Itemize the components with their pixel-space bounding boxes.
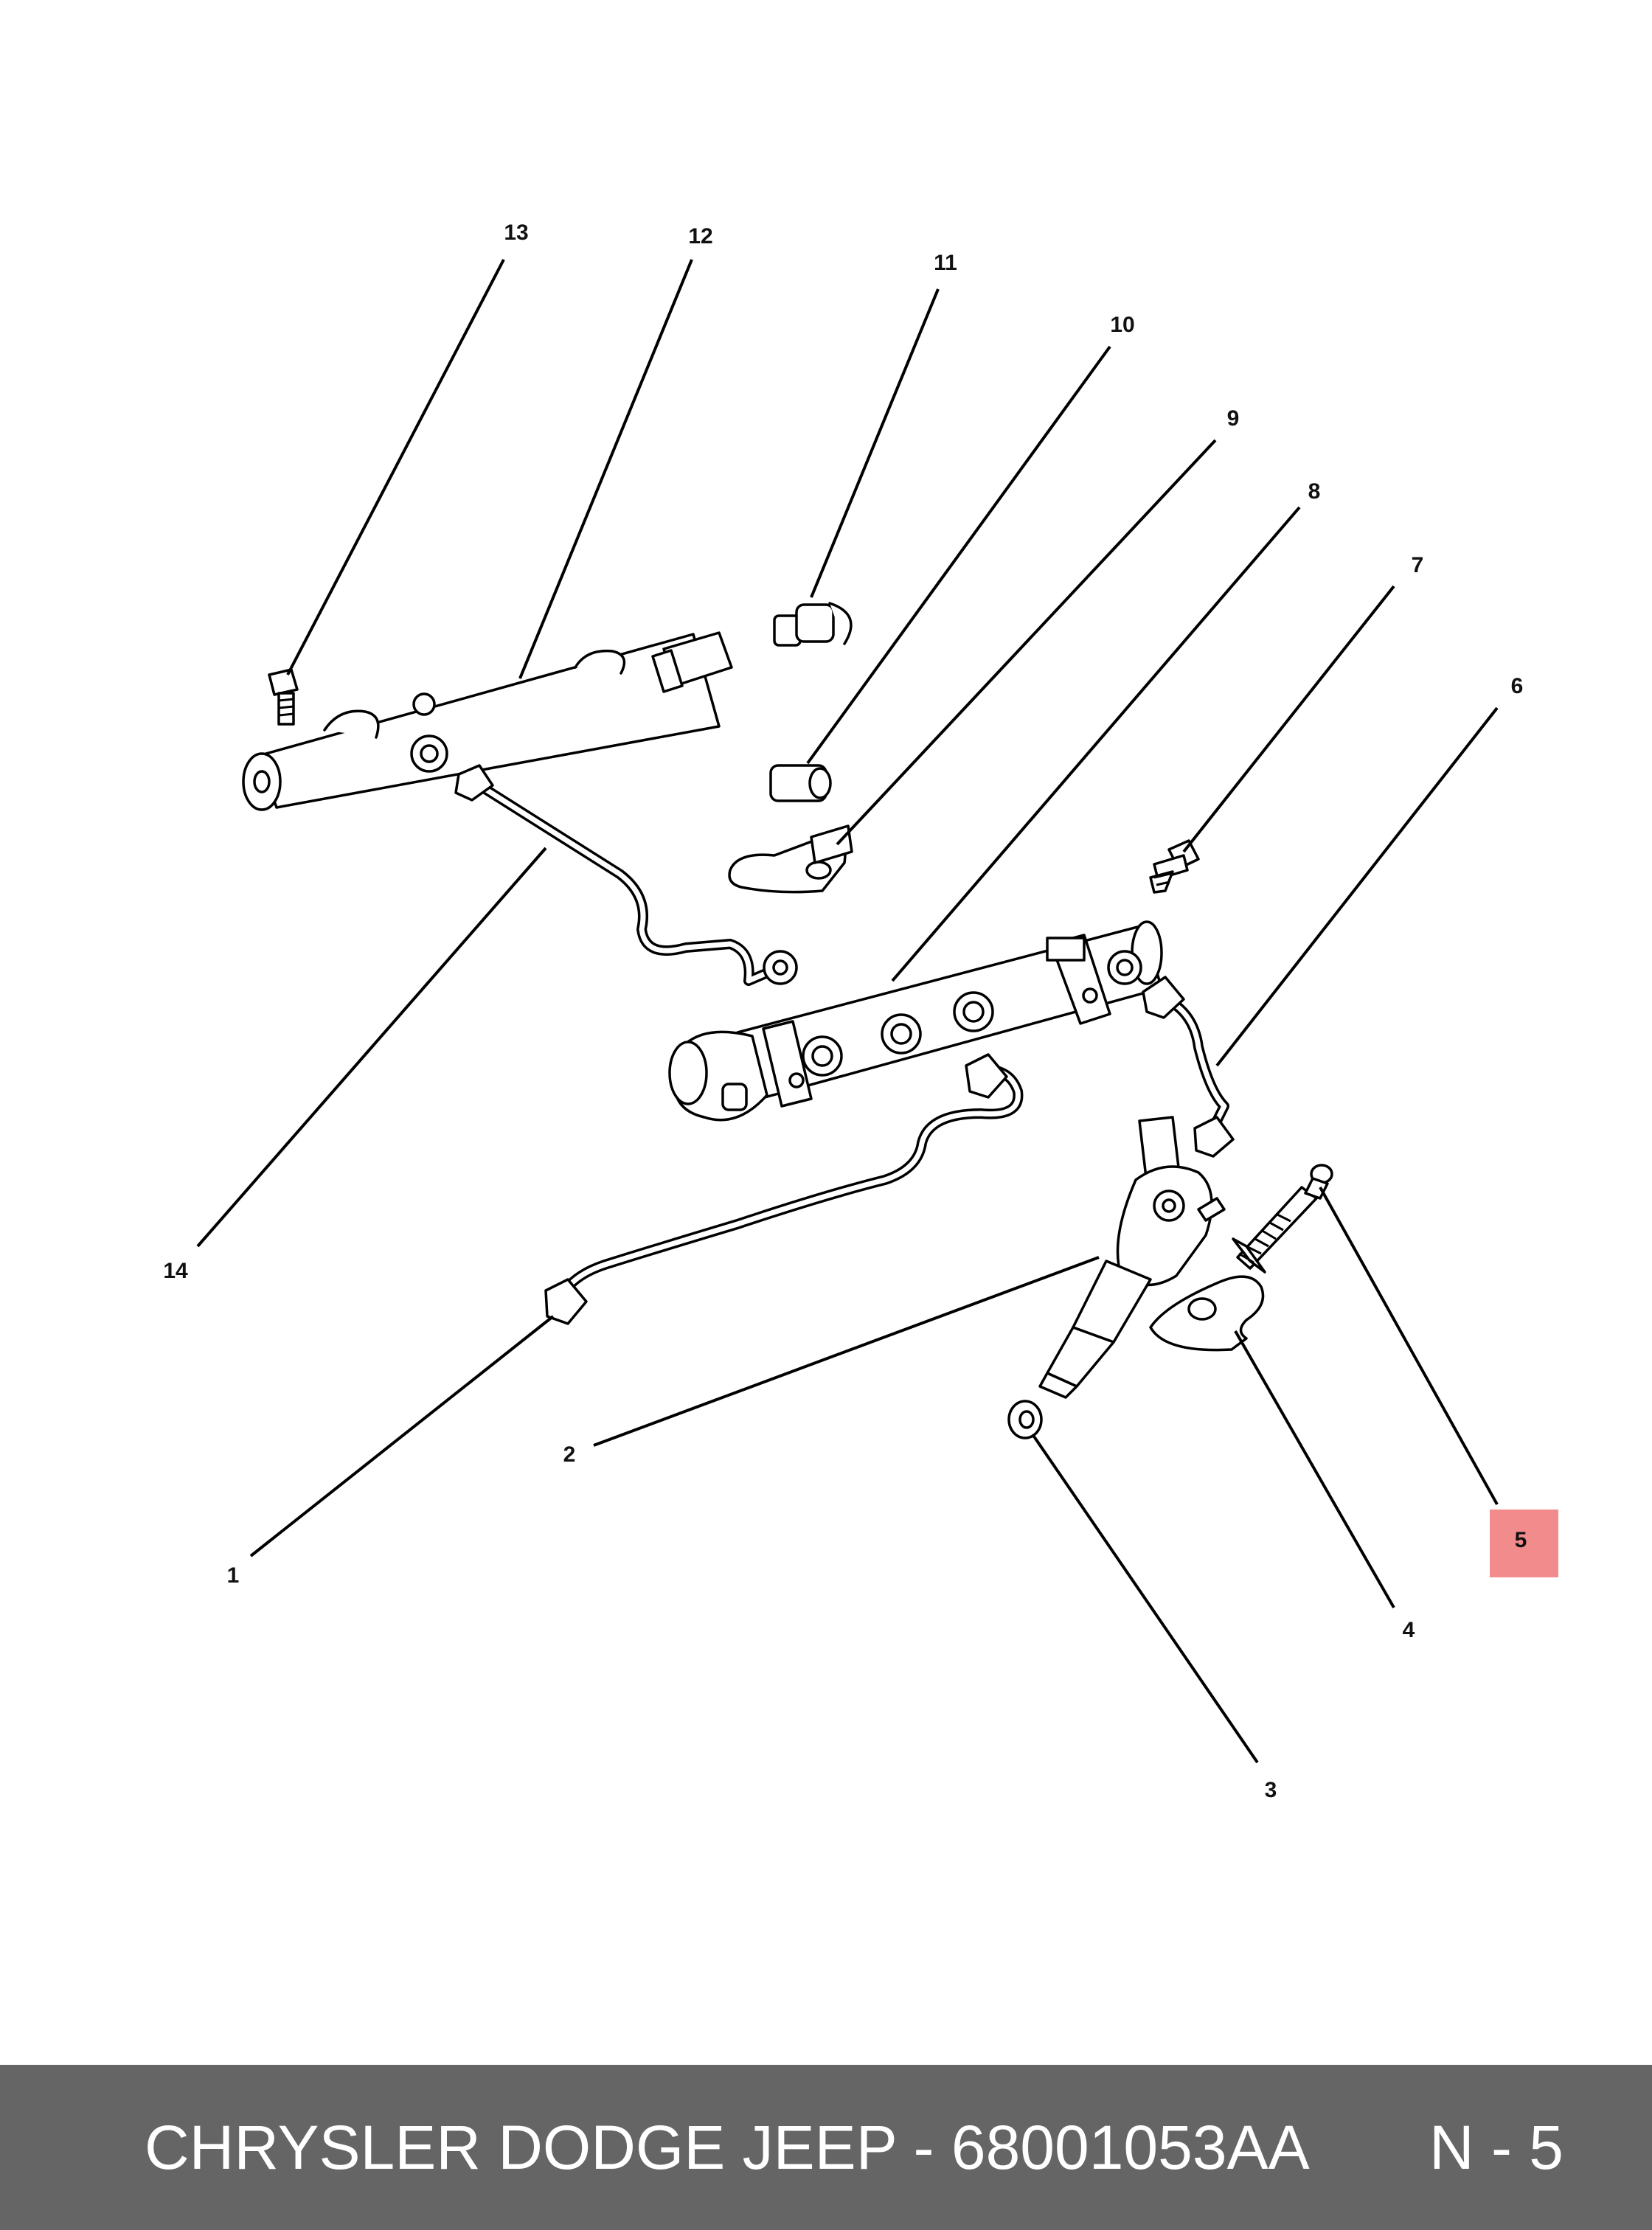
leader-3 <box>1031 1433 1259 1764</box>
part-11-pressure-sensor <box>773 602 853 647</box>
part-1-long-fuel-pipe <box>544 1053 1024 1325</box>
callout-4: 4 <box>1403 1618 1415 1642</box>
callout-11: 11 <box>934 251 957 275</box>
callout-2: 2 <box>563 1442 576 1467</box>
callout-10: 10 <box>1110 313 1134 337</box>
part-number-text: CHRYSLER DODGE JEEP - 68001053AA <box>145 2112 1310 2182</box>
callout-1: 1 <box>227 1563 240 1588</box>
part-6-short-fuel-pipe <box>1142 976 1235 1158</box>
part-2-injector <box>1038 1116 1226 1399</box>
part-10-spacer <box>769 764 832 802</box>
callout-14: 14 <box>163 1259 188 1283</box>
callout-6: 6 <box>1511 674 1524 698</box>
highlight-box-5 <box>1490 1510 1558 1577</box>
callout-9: 9 <box>1227 406 1240 431</box>
leader-8 <box>891 506 1301 982</box>
part-12-upper-fuel-rail <box>242 631 733 811</box>
part-9-bracket <box>728 824 853 894</box>
leader-11 <box>810 288 940 598</box>
leader-2 <box>593 1256 1100 1447</box>
part-8-lower-fuel-rail <box>668 920 1163 1122</box>
leader-7 <box>1182 585 1395 853</box>
leader-5 <box>1319 1187 1499 1505</box>
callout-13: 13 <box>504 220 528 245</box>
callout-8: 8 <box>1308 479 1321 504</box>
leader-4 <box>1234 1330 1395 1608</box>
part-5-stud-bolt <box>1232 1164 1333 1274</box>
leader-6 <box>1215 706 1499 1067</box>
part-7-lower-bolt <box>1149 839 1200 894</box>
leader-9 <box>836 439 1217 846</box>
callout-3: 3 <box>1265 1778 1277 1802</box>
callout-5: 5 <box>1515 1528 1527 1552</box>
item-number-text: N - 5 <box>1429 2112 1564 2182</box>
leader-lines <box>196 259 1499 1764</box>
leader-13 <box>286 259 505 675</box>
leader-12 <box>518 259 693 679</box>
part-3-sealing-washer <box>1007 1400 1043 1439</box>
part-number-footer: CHRYSLER DODGE JEEP - 68001053AA N - 5 <box>0 2065 1652 2230</box>
part-4-hold-down-clamp <box>1149 1275 1265 1352</box>
fuel-rail-exploded-diagram: 13 12 11 10 9 8 7 6 14 1 2 3 4 5 <box>163 220 1558 1802</box>
part-13-upper-bolt <box>268 668 299 726</box>
leader-14 <box>196 847 547 1248</box>
leader-1 <box>249 1315 555 1557</box>
callout-12: 12 <box>688 224 712 249</box>
leader-10 <box>806 345 1111 765</box>
callout-7: 7 <box>1412 553 1424 577</box>
part-14-upper-fuel-pipe <box>454 764 798 986</box>
